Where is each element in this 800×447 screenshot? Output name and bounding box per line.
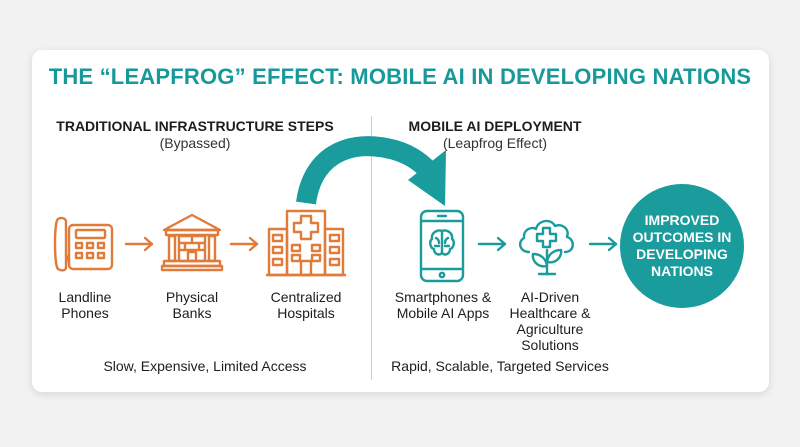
outcome-circle: IMPROVED OUTCOMES IN DEVELOPING NATIONS bbox=[620, 184, 744, 308]
mobile-ai-subheading: (Leapfrog Effect) bbox=[442, 135, 548, 151]
arrow-right-icon bbox=[588, 236, 618, 252]
mobile-ai-heading: MOBILE AI DEPLOYMENT bbox=[408, 118, 582, 134]
outcome-text: IMPROVED OUTCOMES IN DEVELOPING NATIONS bbox=[632, 212, 732, 279]
centralized-hospitals-label: Centralized Hospitals bbox=[270, 289, 342, 321]
physical-banks-label: Physical Banks bbox=[165, 289, 219, 321]
mobile-ai-footer: Rapid, Scalable, Targeted Services bbox=[391, 358, 609, 374]
cloud-health-plant-icon bbox=[518, 219, 574, 276]
section-divider bbox=[371, 116, 372, 380]
page-title: THE “LEAPFROG” EFFECT: MOBILE AI IN DEVE… bbox=[48, 64, 752, 89]
traditional-heading: TRADITIONAL INFRASTRUCTURE STEPS bbox=[56, 118, 334, 134]
hospital-icon bbox=[266, 209, 346, 277]
smartphone-ai-icon bbox=[419, 209, 465, 283]
bank-icon bbox=[160, 213, 224, 272]
landline-phone-icon bbox=[53, 216, 114, 272]
traditional-subheading: (Bypassed) bbox=[159, 135, 231, 151]
traditional-footer: Slow, Expensive, Limited Access bbox=[103, 358, 307, 374]
landline-phones-label: Landline Phones bbox=[58, 289, 112, 321]
arrow-right-icon bbox=[124, 236, 154, 252]
arrow-right-icon bbox=[229, 236, 259, 252]
arrow-right-icon bbox=[477, 236, 507, 252]
smartphones-label: Smartphones & Mobile AI Apps bbox=[394, 289, 492, 321]
ai-solutions-label: AI-Driven Healthcare & Agriculture Solut… bbox=[509, 289, 591, 353]
